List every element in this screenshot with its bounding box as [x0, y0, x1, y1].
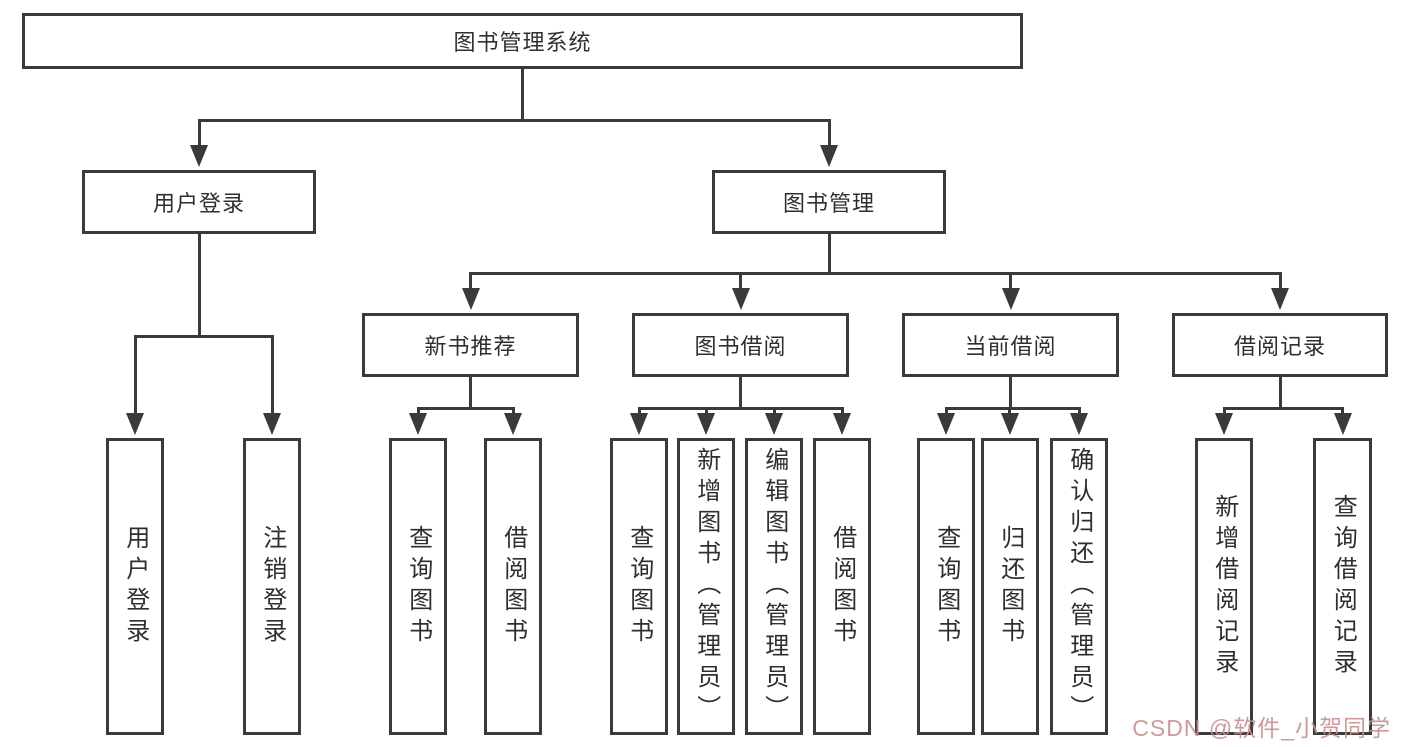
node-book-borrowing-label: 图书借阅	[694, 334, 787, 359]
connector-group3-drop-3	[772, 407, 776, 416]
connector-group3-drop-1	[637, 407, 641, 416]
connector-group3-drop-2	[704, 407, 708, 416]
root-node: 图书管理系统	[22, 13, 1023, 69]
connector-group4-drop-2	[1008, 407, 1011, 416]
arrowhead-leaf-icon	[409, 413, 427, 435]
connector-book-management-stub	[827, 234, 831, 275]
leaf-edit-books-admin: 编辑图书（管理员）	[745, 438, 803, 735]
leaf-borrow-books-1-label: 借阅图书	[499, 524, 527, 649]
leaf-borrow-books-2-label: 借阅图书	[828, 524, 856, 649]
leaf-borrow-books-2: 借阅图书	[813, 438, 871, 735]
leaf-return-books-label: 归还图书	[996, 524, 1024, 649]
arrowhead-user-login-icon	[190, 145, 208, 167]
node-new-book-recommendation: 新书推荐	[362, 313, 579, 377]
connector-group4-drop-3	[1077, 407, 1081, 416]
arrowhead-leaf-icon	[1001, 413, 1019, 435]
connector-root-stub	[521, 69, 524, 122]
arrowhead-leaf-icon	[1070, 413, 1088, 435]
connector-level3-split	[469, 272, 1282, 275]
arrowhead-leaf-icon	[1333, 413, 1352, 435]
arrowhead-leaf-icon	[765, 413, 783, 435]
arrowhead-leaf-icon	[263, 413, 281, 435]
leaf-query-borrow-record: 查询借阅记录	[1313, 438, 1372, 735]
arrowhead-leaf-icon	[937, 413, 955, 435]
connector-new-book-stub	[469, 377, 472, 410]
leaf-query-books-2: 查询图书	[610, 438, 668, 735]
arrowhead-current-borrowing-icon	[1001, 288, 1020, 310]
arrowhead-leaf-icon	[630, 413, 648, 435]
connector-level2-drop-book-management	[827, 119, 831, 148]
connector-current-borrowing-stub	[1009, 377, 1012, 410]
connector-group4-split	[944, 407, 1081, 410]
arrowhead-book-management-icon	[820, 145, 838, 167]
arrowhead-book-borrowing-icon	[731, 288, 750, 310]
connector-level3-drop-4	[1278, 272, 1282, 292]
node-book-management-label: 图书管理	[782, 191, 875, 216]
connector-group5-split	[1222, 407, 1344, 410]
connector-group2-split	[416, 407, 515, 410]
leaf-query-books-1: 查询图书	[389, 438, 447, 735]
leaf-query-books-1-label: 查询图书	[404, 524, 432, 649]
leaf-edit-books-admin-label: 编辑图书（管理员）	[760, 447, 788, 726]
connector-level3-drop-1	[469, 272, 472, 292]
leaf-query-books-3: 查询图书	[917, 438, 975, 735]
arrowhead-borrowing-records-icon	[1271, 288, 1289, 310]
leaf-user-login-label: 用户登录	[121, 524, 149, 649]
connector-group3-split	[637, 407, 844, 410]
arrowhead-leaf-icon	[833, 413, 851, 435]
connector-group1-drop-1	[133, 335, 137, 415]
arrowhead-leaf-icon	[1215, 413, 1233, 435]
connector-level3-drop-2	[739, 272, 742, 292]
node-borrowing-records: 借阅记录	[1172, 313, 1388, 377]
connector-group3-drop-4	[840, 407, 844, 416]
leaf-add-borrow-record: 新增借阅记录	[1195, 438, 1253, 735]
connector-group2-drop-1	[416, 407, 420, 416]
connector-book-borrowing-stub	[739, 377, 742, 410]
connector-group1-split	[133, 335, 274, 338]
leaf-borrow-books-1: 借阅图书	[484, 438, 542, 735]
leaf-query-borrow-record-label: 查询借阅记录	[1329, 493, 1357, 680]
connector-level2-drop-user-login	[197, 119, 201, 148]
root-node-label: 图书管理系统	[453, 30, 592, 55]
connector-level3-drop-3	[1009, 272, 1012, 292]
leaf-return-books: 归还图书	[981, 438, 1039, 735]
arrowhead-leaf-icon	[504, 413, 522, 435]
connector-group5-drop-2	[1341, 407, 1344, 416]
leaf-query-books-3-label: 查询图书	[932, 524, 960, 649]
arrowhead-new-book-recommendation-icon	[461, 288, 480, 310]
leaf-logout: 注销登录	[243, 438, 301, 735]
leaf-user-login: 用户登录	[106, 438, 164, 735]
leaf-add-books-admin-label: 新增图书（管理员）	[692, 447, 720, 726]
leaf-add-books-admin: 新增图书（管理员）	[677, 438, 735, 735]
connector-group4-drop-1	[944, 407, 948, 416]
leaf-logout-label: 注销登录	[258, 524, 286, 649]
connector-borrowing-records-stub	[1278, 377, 1282, 410]
arrowhead-leaf-icon	[126, 413, 144, 435]
node-user-login: 用户登录	[82, 170, 316, 234]
connector-level2-split	[197, 119, 831, 122]
leaf-confirm-return-admin-label: 确认归还（管理员）	[1065, 447, 1093, 726]
node-new-book-recommendation-label: 新书推荐	[424, 334, 517, 359]
connector-user-login-stub	[197, 234, 201, 338]
node-user-login-label: 用户登录	[152, 191, 245, 216]
connector-group2-drop-2	[511, 407, 515, 416]
arrowhead-leaf-icon	[697, 413, 715, 435]
node-current-borrowing-label: 当前借阅	[964, 334, 1057, 359]
node-current-borrowing: 当前借阅	[902, 313, 1119, 377]
connector-group1-drop-2	[270, 335, 274, 415]
connector-group5-drop-1	[1222, 407, 1226, 416]
node-book-management: 图书管理	[712, 170, 946, 234]
node-borrowing-records-label: 借阅记录	[1233, 334, 1326, 359]
leaf-confirm-return-admin: 确认归还（管理员）	[1050, 438, 1108, 735]
leaf-query-books-2-label: 查询图书	[625, 524, 653, 649]
leaf-add-borrow-record-label: 新增借阅记录	[1210, 493, 1238, 680]
node-book-borrowing: 图书借阅	[632, 313, 849, 377]
